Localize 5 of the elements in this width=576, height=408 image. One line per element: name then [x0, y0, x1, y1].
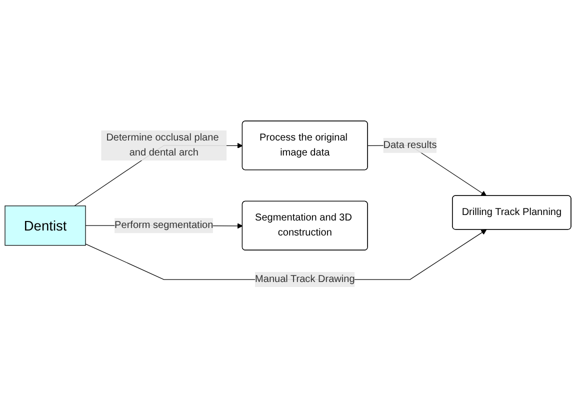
edge-label: Manual Track Drawing — [255, 274, 355, 285]
edge-label: Perform segmentation — [114, 220, 214, 231]
edge-label: Data results — [383, 140, 437, 150]
edge-label: Determine occlusal plane and dental arch — [106, 132, 219, 158]
node-box: Dentist — [4, 206, 86, 246]
